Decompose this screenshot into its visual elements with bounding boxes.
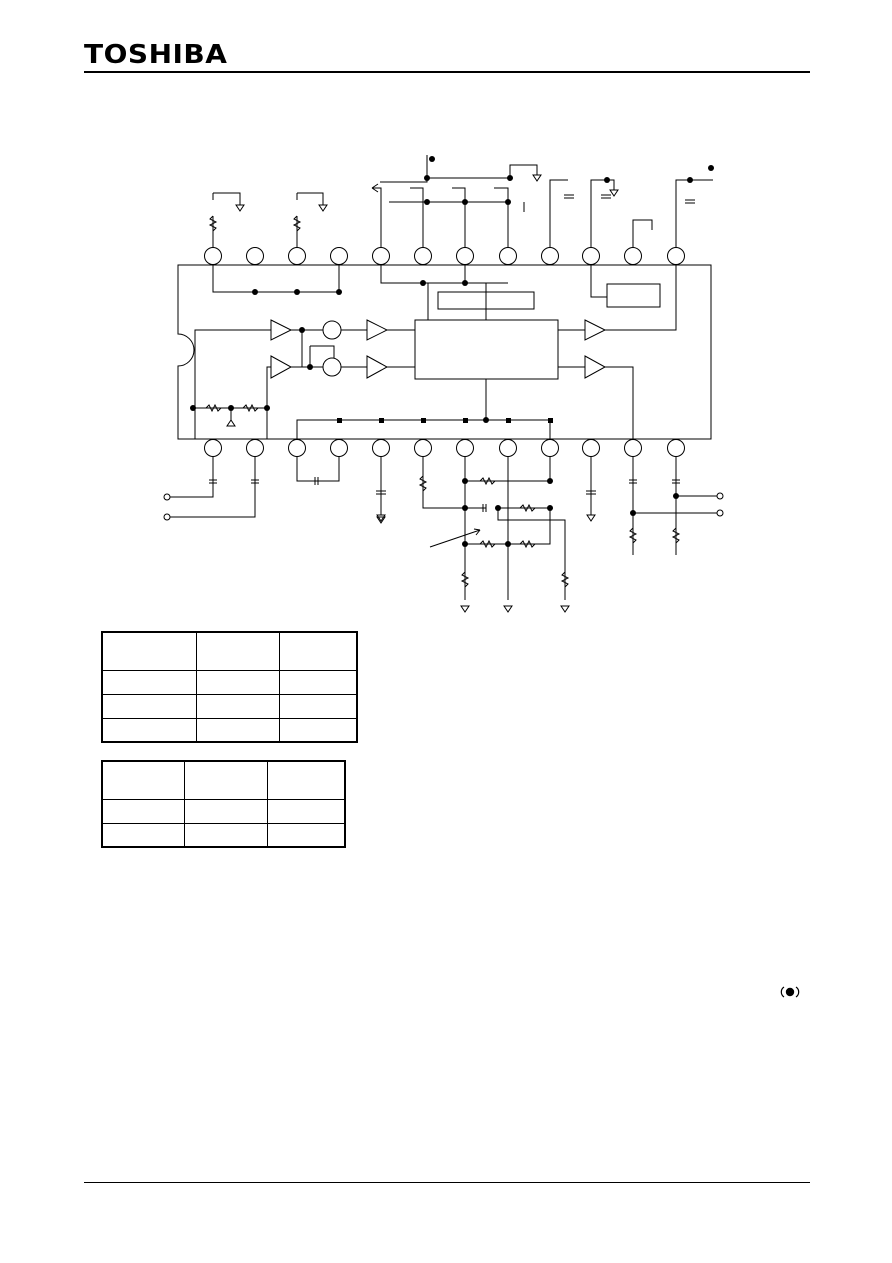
block-diagram <box>163 155 724 613</box>
pin-bottom-6 <box>414 439 432 457</box>
terminal-out-1 <box>716 492 724 500</box>
terminal-in-1 <box>163 493 171 501</box>
circled-dot-icon <box>780 986 800 998</box>
pin-bottom-2 <box>246 439 264 457</box>
mixer-2 <box>322 357 342 377</box>
pin-top-9 <box>541 247 559 265</box>
pin-top-8 <box>499 247 517 265</box>
pin-bottom-12 <box>667 439 685 457</box>
amp-6 <box>584 355 607 379</box>
pin-top-4 <box>330 247 348 265</box>
pin-top-11 <box>624 247 642 265</box>
pin-bottom-10 <box>582 439 600 457</box>
mixer-1 <box>322 320 342 340</box>
pin-bottom-3 <box>288 439 306 457</box>
pin-bottom-11 <box>624 439 642 457</box>
terminal-out-2 <box>716 509 724 517</box>
pin-bottom-5 <box>372 439 390 457</box>
pin-top-12 <box>667 247 685 265</box>
pin-top-6 <box>414 247 432 265</box>
pin-bottom-1 <box>204 439 222 457</box>
amp-5 <box>584 319 607 341</box>
amp-3 <box>366 319 389 341</box>
table-1 <box>101 631 358 743</box>
aux-block <box>606 283 661 308</box>
pin-bottom-9 <box>541 439 559 457</box>
terminal-in-2 <box>163 513 171 521</box>
amp-2 <box>270 355 293 379</box>
pin-bottom-7 <box>456 439 474 457</box>
pin-bottom-8 <box>499 439 517 457</box>
pin-bottom-4 <box>330 439 348 457</box>
amp-4 <box>366 355 389 379</box>
footer-rule <box>84 1182 810 1183</box>
internal-bus-top <box>212 265 340 293</box>
table-2 <box>101 760 346 848</box>
pin-top-7 <box>456 247 474 265</box>
header-rule <box>84 71 810 73</box>
ic-package <box>177 264 712 440</box>
pin-top-2 <box>246 247 264 265</box>
brand-logo: TOSHIBA <box>84 39 228 70</box>
pin-top-10 <box>582 247 600 265</box>
amp-1 <box>270 319 293 341</box>
pin-top-1 <box>204 247 222 265</box>
pin-top-3 <box>288 247 306 265</box>
pin-top-5 <box>372 247 390 265</box>
processor-block <box>414 319 559 380</box>
